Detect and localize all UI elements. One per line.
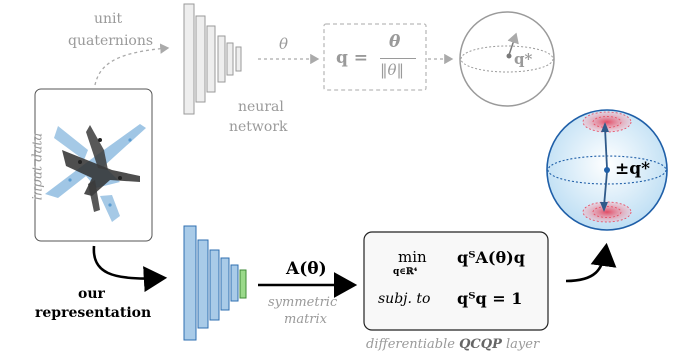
label-symmetric: symmetric (268, 295, 338, 310)
label-q-star-gray: q* (514, 50, 533, 68)
formula-theta-num: θ (389, 32, 401, 52)
dotted-arrow-to-quaternion-net (94, 43, 170, 86)
label-neural: neural (238, 99, 284, 115)
label-quaternions: quaternions (68, 33, 154, 49)
blue-neural-network (183, 225, 239, 341)
label-unit: unit (94, 11, 123, 27)
arrow-input-to-representation (92, 245, 168, 293)
label-representation: representation (35, 305, 152, 321)
point-cloud-airplane (45, 124, 146, 222)
qcqp-caption-suffix: layer (501, 337, 540, 352)
qcqp-min: min (398, 248, 427, 266)
qcqp-min-sub: q∈ℝ⁴ (393, 267, 418, 277)
green-output-layer (239, 269, 247, 299)
formula-theta-den: ‖θ‖ (380, 61, 405, 79)
qcqp-caption-prefix: differentiable (366, 337, 460, 352)
label-matrix: matrix (284, 312, 328, 327)
gray-sphere (459, 11, 555, 107)
label-pm-q-star: ±q* (615, 159, 651, 179)
qcqp-constraint: qᵀq = 1 (457, 289, 523, 308)
qcqp-objective: qᵀA(θ)q (457, 248, 525, 267)
qcqp-caption: differentiable QCQP layer (366, 338, 539, 351)
blue-sphere (546, 109, 668, 231)
label-theta-top: θ (279, 35, 289, 53)
formula-q-eq: q = (336, 48, 369, 68)
label-our: our (78, 286, 105, 302)
gray-neural-network (183, 3, 242, 115)
formula-fraction-bar (380, 58, 416, 59)
qcqp-caption-bold: QCQP (459, 337, 502, 352)
qcqp-subj-to: subj. to (378, 291, 431, 307)
normalization-box (323, 23, 427, 91)
label-network: network (229, 119, 288, 135)
arrow-qcqp-to-sphere (565, 242, 617, 283)
label-input-data: input data (30, 132, 46, 201)
label-A-theta: A(θ) (286, 259, 327, 279)
qcqp-box (363, 231, 549, 331)
